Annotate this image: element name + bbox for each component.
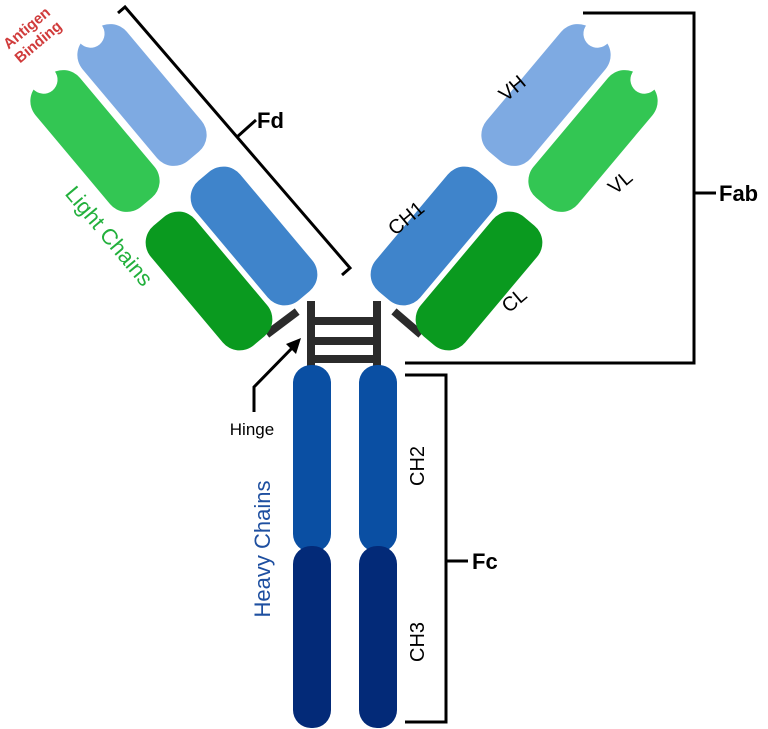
left-vl-domain [30,70,160,212]
left-ch1-domain [190,166,318,306]
ch2-label: CH2 [407,446,429,486]
left-arm [29,19,318,351]
left-vl-notch [29,65,58,94]
vl-label: VL [604,166,637,199]
fab-label: Fab [719,181,758,206]
ch3-label: CH3 [407,622,429,662]
left-vh-domain [77,24,207,166]
right-cl-domain [415,211,543,351]
right-ch2-domain [359,365,397,552]
right-ch1-domain [370,166,498,306]
right-vl-domain [528,70,658,212]
heavy-chains-label: Heavy Chains [250,481,275,618]
fc-stem [293,365,397,728]
fd-bracket-tick [235,118,258,139]
right-arm [370,19,659,351]
right-vh-domain [481,24,611,166]
left-vh-notch [76,19,105,48]
fd-label: Fd [257,108,284,133]
left-ch3-domain [293,546,331,728]
left-ch2-domain [293,365,331,552]
fab-bracket [405,11,696,365]
brackets [117,4,716,724]
light-heavy-bond-right [391,308,424,338]
linkers [264,301,424,376]
fc-label: Fc [472,549,498,574]
hinge-arrow-line [252,342,298,412]
light-heavy-bond-left [264,308,300,338]
right-vh-notch [583,19,612,48]
hinge-label: Hinge [230,420,274,439]
right-ch3-domain [359,546,397,728]
fc-bracket [405,373,448,724]
hinge-arrow-head [286,338,301,354]
left-cl-domain [145,211,273,351]
right-vl-notch [630,65,659,94]
